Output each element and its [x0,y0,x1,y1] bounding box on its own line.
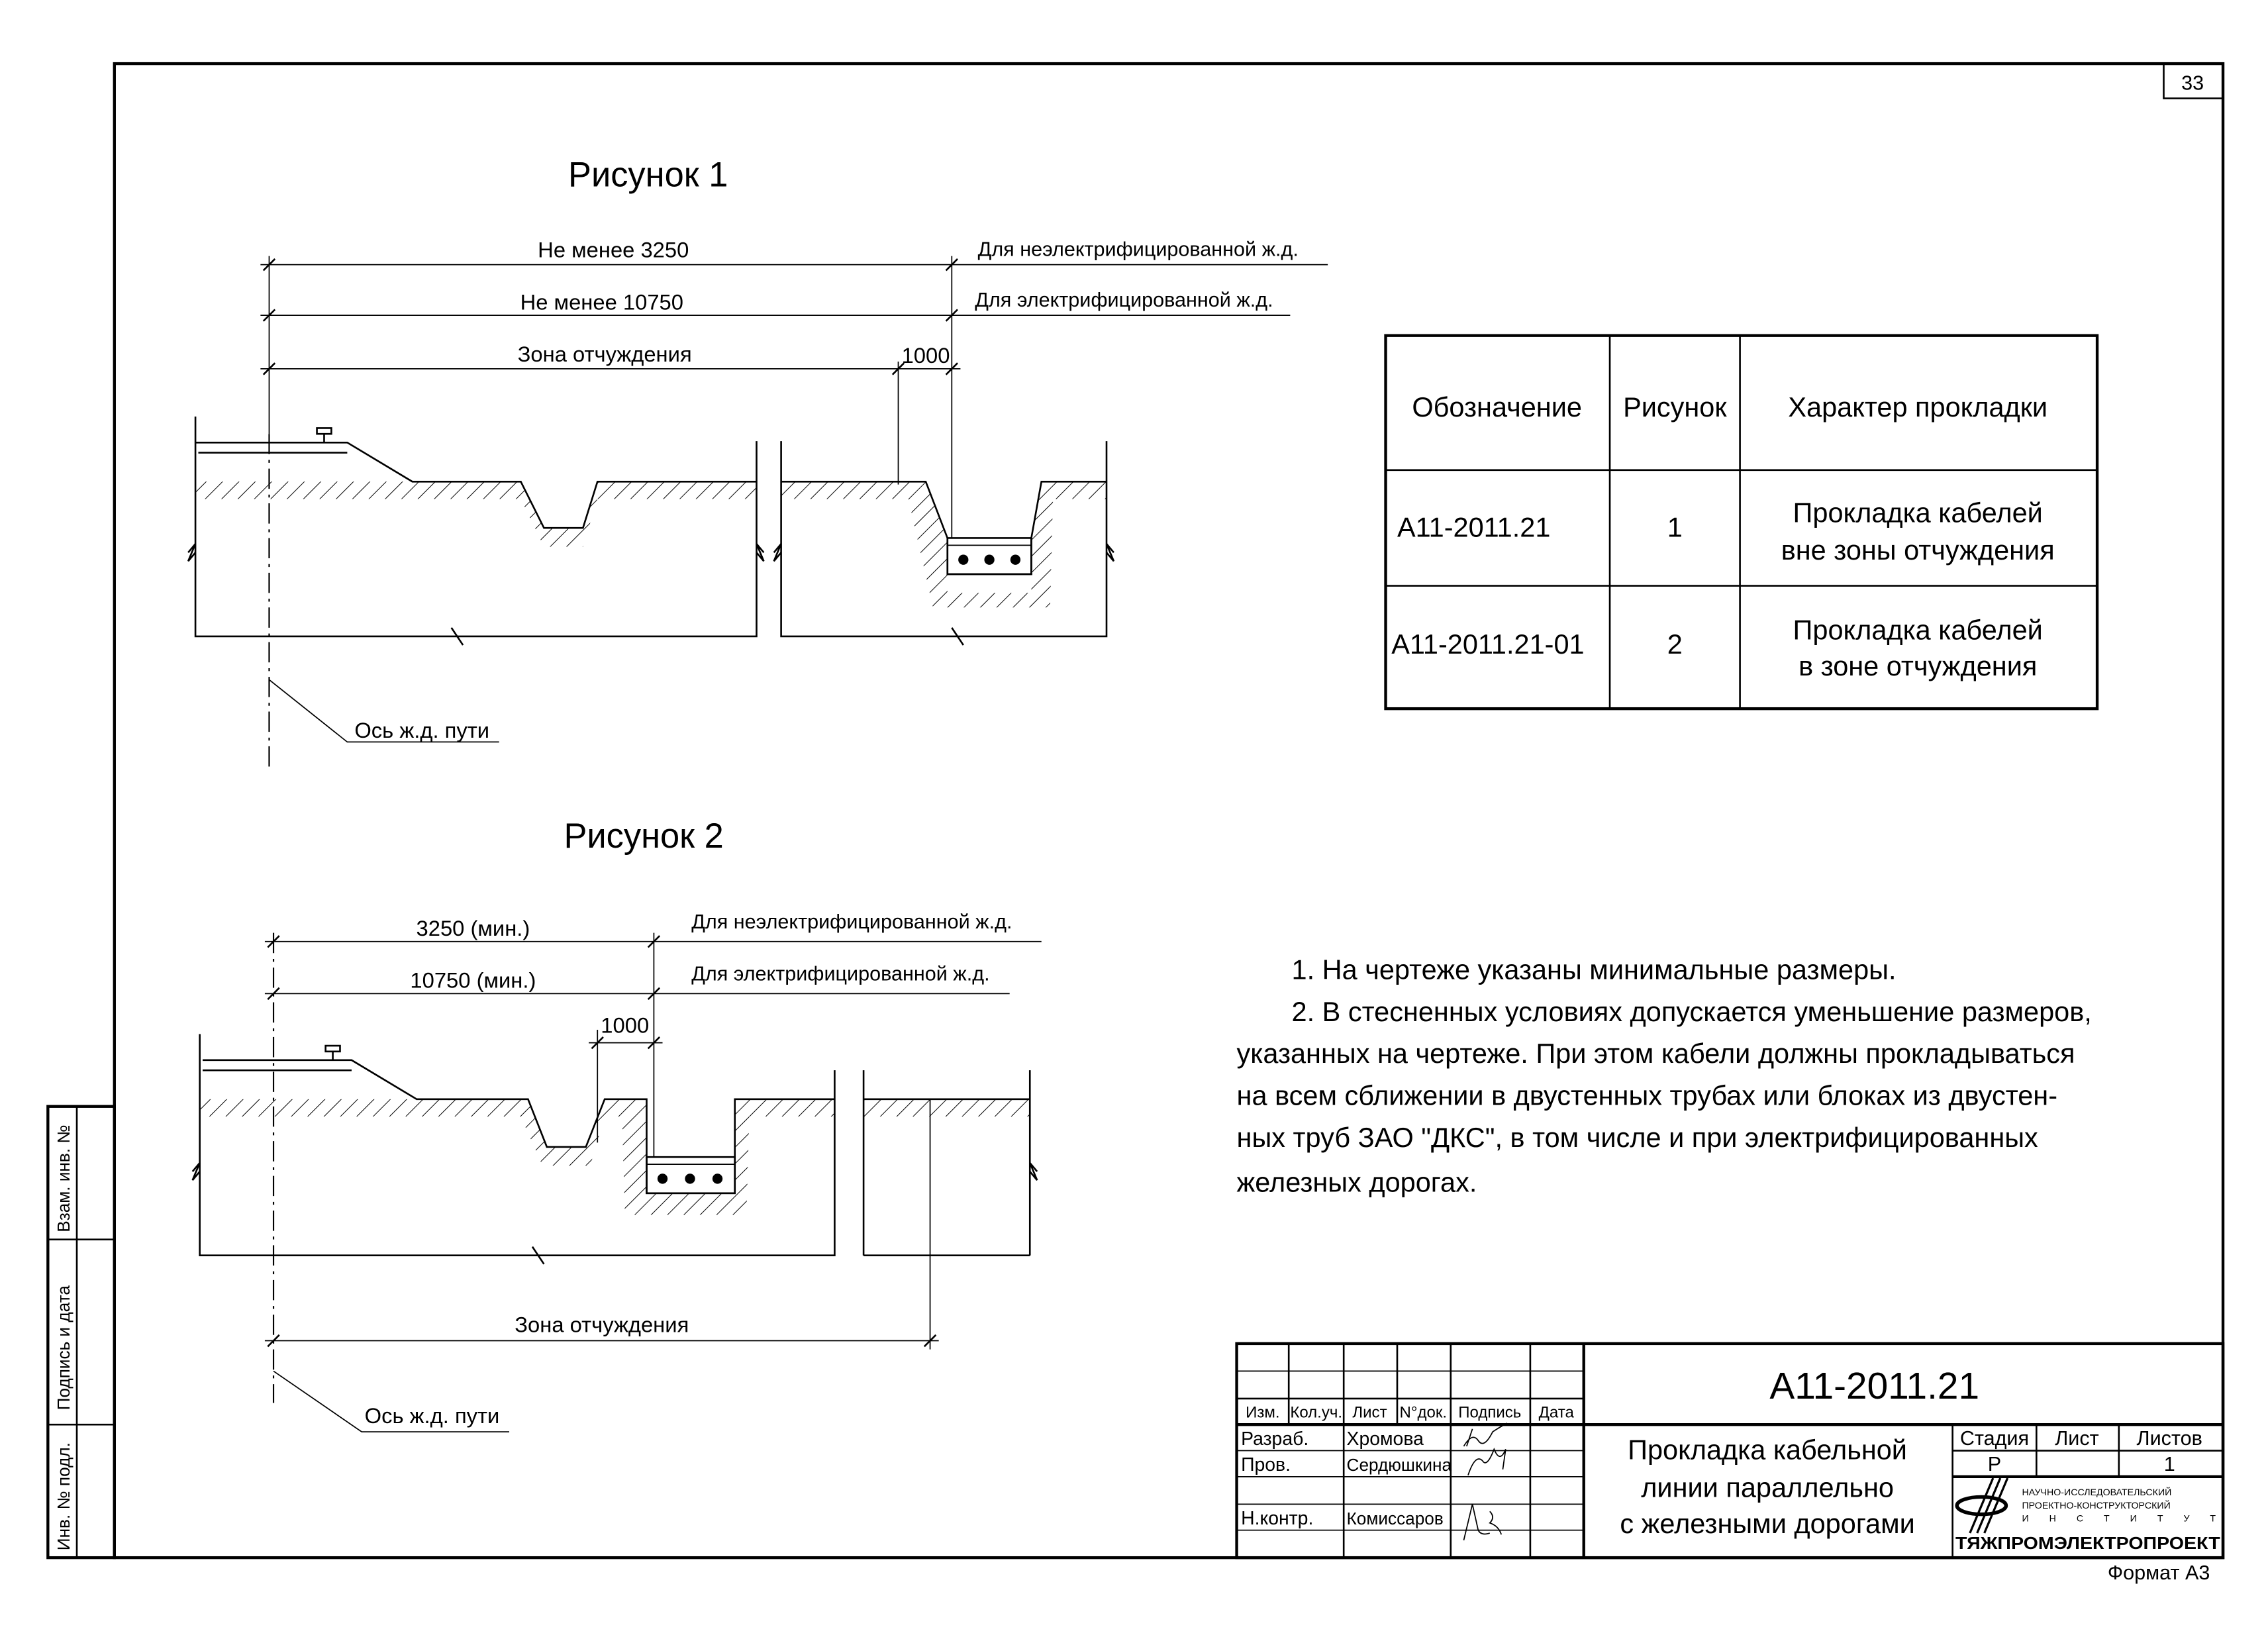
note-non-electrified: Для неэлектрифицированной ж.д. [978,238,1299,261]
tb-name: Комиссаров [1347,1509,1444,1528]
table-cell: А11-2011.21-01 [1391,628,1584,660]
table-cell: в зоне отчуждения [1799,650,2037,681]
table-cell: вне зоны отчуждения [1781,534,2055,566]
tb-header: Кол.уч. [1290,1403,1342,1421]
note-line: указанных на чертеже. При этом кабели до… [1237,1038,2075,1069]
dim-10750: 10750 (мин.) [410,968,536,993]
figure-1: Рисунок 1 Не менее 3250 Не менее 10750 З… [187,156,1328,770]
tb-title-line: Прокладка кабельной [1628,1434,1907,1466]
table-cell: 2 [1667,628,1683,660]
table-header: Характер прокладки [1788,391,2047,423]
figure-2: Рисунок 2 3250 (мин.) 10750 (мин.) 1000 … [191,817,1042,1433]
org-logo: НАУЧНО-ИССЛЕДОВАТЕЛЬСКИЙ ПРОЕКТНО-КОНСТР… [1955,1477,2220,1553]
tb-header: Лист [1352,1403,1387,1421]
doc-code: А11-2011.21 [1769,1366,1979,1407]
logo-emblem-icon [1955,1495,2008,1517]
dim-1000: 1000 [601,1013,649,1037]
table-header: Рисунок [1623,391,1727,423]
side-stamp-cell: Подпись и дата [54,1285,74,1411]
org-name: ТЯЖПРОМЭЛЕКТРОПРОЕКТ [1955,1533,2220,1553]
table-cell: А11-2011.21 [1397,511,1550,542]
cable-box [946,537,1032,575]
tb-title-line: с железными дорогами [1620,1508,1914,1539]
sheet-header: Лист [2055,1427,2098,1450]
table-cell: 1 [1667,511,1683,542]
tb-header: Подпись [1458,1403,1521,1421]
note-line: на всем сближении в двустенных трубах ил… [1237,1080,2057,1111]
signature [1463,1504,1503,1541]
tb-role: Пров. [1241,1454,1291,1475]
page-number-box: 33 [2163,64,2224,99]
tb-header: Изм. [1246,1403,1279,1421]
tb-title-line: линии параллельно [1641,1471,1894,1503]
dim-zone: Зона отчуждения [518,342,692,366]
dim-1000: 1000 [902,343,950,368]
tb-header: Дата [1539,1403,1575,1421]
cable-box [646,1156,736,1195]
format-label: Формат А3 [2108,1562,2210,1584]
axis-label: Ось ж.д. пути [354,718,489,742]
org-line: НАУЧНО-ИССЛЕДОВАТЕЛЬСКИЙ [2022,1486,2171,1498]
table-cell: Прокладка кабелей [1793,497,2043,528]
org-line: ПРОЕКТНО-КОНСТРУКТОРСКИЙ [2022,1499,2170,1511]
table-cell: Прокладка кабелей [1793,614,2043,645]
tb-role: Разраб. [1241,1428,1308,1450]
note-non-electrified: Для неэлектрифицированной ж.д. [691,911,1012,933]
sheet-frame [113,62,2225,1560]
title-block: Изм. Кол.уч. Лист N°док. Подпись Дата Ра… [1235,1342,2225,1560]
sheets-value: 1 [2164,1453,2175,1475]
legend-table: Обозначение Рисунок Характер прокладки А… [1384,334,2099,711]
dim-min-3250: Не менее 3250 [538,238,689,262]
dim-3250: 3250 (мин.) [417,916,530,940]
axis-label: Ось ж.д. пути [365,1403,500,1428]
notes: 1. На чертеже указаны минимальные размер… [1237,954,2092,1198]
note-line: железных дорогах. [1237,1167,1477,1198]
note-line: ных труб ЗАО "ДКС", в том числе и при эл… [1237,1122,2038,1153]
note-line: 1. На чертеже указаны минимальные размер… [1292,954,1897,985]
tb-role: Н.контр. [1241,1508,1313,1529]
org-line: И Н С Т И Т У Т [2022,1514,2216,1524]
note-line: 2. В стесненных условиях допускается уме… [1292,996,2092,1027]
tb-name: Хромова [1347,1428,1424,1450]
side-stamp-cell: Взам. инв. № [54,1125,74,1232]
figure-2-title: Рисунок 2 [564,817,723,856]
tb-name: Сердюшкина [1347,1455,1452,1475]
dim-zone: Зона отчуждения [515,1312,689,1336]
note-electrified: Для электрифицированной ж.д. [975,289,1273,311]
sheets-header: Листов [2137,1427,2202,1450]
note-electrified: Для электрифицированной ж.д. [691,963,989,985]
dim-min-10750: Не менее 10750 [520,289,683,314]
page-number: 33 [2181,72,2204,94]
stage-value: Р [1988,1453,2001,1475]
table-header: Обозначение [1412,391,1582,423]
stage-header: Стадия [1960,1427,2029,1450]
side-stamp-cell: Инв. № подл. [54,1442,74,1550]
tb-header: N°док. [1400,1403,1447,1421]
signature [1463,1422,1508,1447]
figure-1-title: Рисунок 1 [568,156,728,195]
side-stamp: Взам. инв. № Подпись и дата Инв. № подл. [46,1105,116,1560]
signature [1467,1447,1506,1475]
